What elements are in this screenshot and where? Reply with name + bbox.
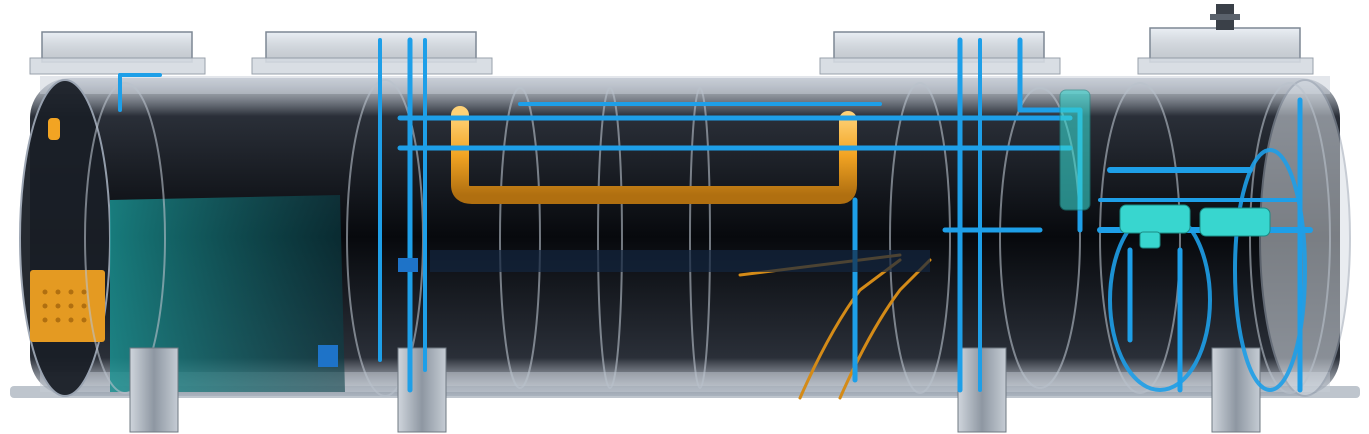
pump-units (1059, 89, 1271, 249)
bulkheads (84, 79, 1331, 397)
small-blue-box (318, 345, 338, 367)
tank-bottom-glass (40, 372, 1330, 392)
tank-body (30, 78, 1340, 396)
tank-top-glass (40, 76, 1330, 94)
crate-holes (42, 289, 87, 323)
floor-plane (430, 250, 930, 272)
orange-valve-left (48, 118, 60, 140)
top-hatches (29, 4, 1314, 75)
saddles (129, 347, 1261, 433)
teal-chamber (110, 195, 345, 392)
small-blue-box-2 (398, 258, 418, 272)
